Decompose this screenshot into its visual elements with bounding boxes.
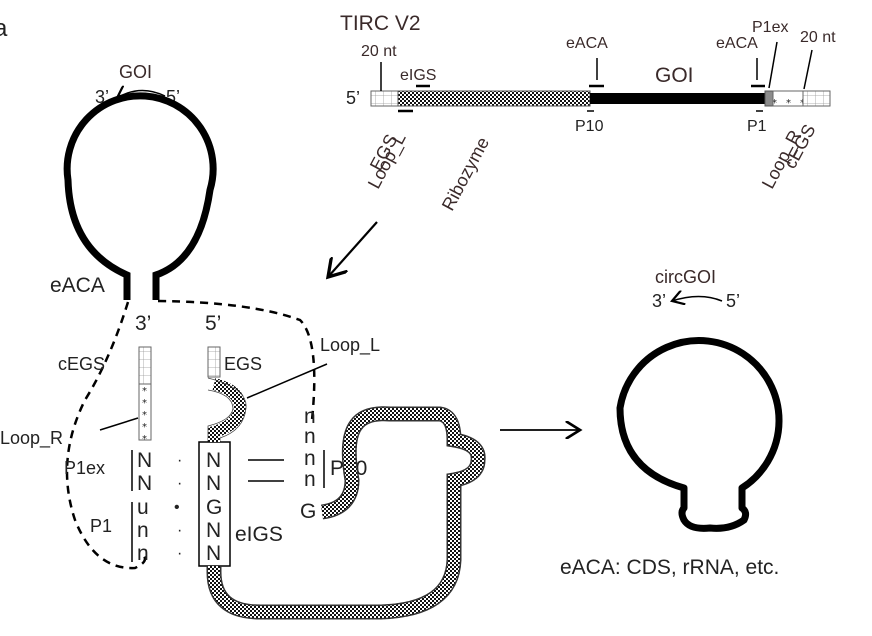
label-p1-top: P1	[747, 118, 767, 135]
circ-product: circGOI 3’ 5’ eACA: CDS, rRNA, etc.	[560, 267, 783, 579]
loop-l-bulge	[208, 378, 247, 445]
pair-mark: ·	[177, 475, 182, 492]
right-strand: n n n n G	[300, 405, 316, 523]
label-p1ex-top: P1ex	[752, 19, 788, 36]
pair-mark: •	[174, 499, 180, 516]
egs-block	[370, 90, 399, 107]
label-p10-top: P10	[575, 118, 604, 135]
right-base: n	[304, 468, 316, 491]
right-base: n	[304, 447, 316, 470]
precursor-structure: GOI 3’ 5’ eACA 3’ 5’ cEGS EGS Loop_L Loo…	[0, 62, 486, 620]
igs-base: N	[206, 449, 221, 472]
circgoi-direction-arrow	[672, 297, 723, 302]
precursor-eaca-label: eACA	[50, 274, 105, 297]
circgoi-5prime: 5’	[726, 291, 740, 311]
label-eigs-top: eIGS	[400, 67, 436, 84]
loop-l-label: Loop_L	[320, 335, 380, 356]
circgoi-title: circGOI	[655, 267, 716, 287]
dashed-left-connector	[65, 301, 147, 570]
igs-bases: N N G N N	[206, 449, 222, 565]
igs-base: N	[206, 519, 221, 542]
right-base: G	[300, 500, 316, 523]
egs-label: EGS	[224, 354, 262, 374]
pair-mark: ·	[177, 545, 182, 562]
cegs-label: cEGS	[58, 354, 105, 374]
process-arrow-down	[328, 221, 378, 277]
label-20nt-left: 20 nt	[361, 43, 397, 60]
label-ribozyme-rot: Ribozyme	[438, 134, 493, 214]
p1-label: P1	[90, 516, 112, 536]
left-strand: N N u n n	[137, 449, 152, 565]
right-base: n	[304, 405, 316, 428]
label-goi-top: GOI	[655, 64, 694, 87]
ribozyme-block	[397, 90, 591, 107]
product-caption: eACA: CDS, rRNA, etc.	[560, 556, 779, 579]
precursor-goi-loop	[63, 92, 217, 300]
igs-base: N	[206, 472, 221, 495]
pair-mark: ·	[177, 522, 182, 539]
left-base: u	[137, 496, 149, 519]
circgoi-3prime: 3’	[652, 291, 666, 311]
p1ex-block	[764, 90, 774, 107]
precursor-goi-label: GOI	[119, 62, 152, 82]
eigs-label: eIGS	[235, 523, 283, 546]
construct-map: TIRC V2 5’ 20 nt eIGS eACA GOI eACA P1ex…	[340, 12, 836, 214]
left-base: N	[137, 472, 152, 495]
egs-column	[207, 346, 221, 378]
circgoi-loop	[616, 337, 783, 532]
eigs-box	[198, 441, 231, 567]
strand-3prime: 3’	[135, 312, 151, 335]
five-prime-label: 5’	[346, 88, 360, 108]
strand-5prime: 5’	[205, 312, 221, 335]
label-eaca-left: eACA	[566, 35, 608, 52]
pair-mark: ·	[177, 452, 182, 469]
label-20nt-right: 20 nt	[800, 29, 836, 46]
goi-segment	[590, 93, 765, 104]
construct-title: TIRC V2	[340, 12, 421, 35]
pair-marks: · · • · ·	[174, 452, 182, 562]
igs-base: N	[206, 542, 221, 565]
loop-r-column	[138, 383, 152, 441]
label-eaca-right: eACA	[716, 35, 758, 52]
panel-label: a	[0, 15, 8, 42]
right-base: n	[304, 425, 316, 448]
cegs-block	[802, 90, 831, 107]
loop-r-block	[772, 90, 804, 107]
left-base: n	[137, 519, 149, 542]
cegs-column	[138, 346, 152, 385]
left-base: n	[137, 542, 149, 565]
dashed-right-connector	[157, 299, 316, 421]
left-base: N	[137, 449, 152, 472]
igs-base: G	[206, 496, 222, 519]
loop-r-label: Loop_R	[0, 428, 63, 449]
p1ex-label: P1ex	[64, 458, 105, 478]
